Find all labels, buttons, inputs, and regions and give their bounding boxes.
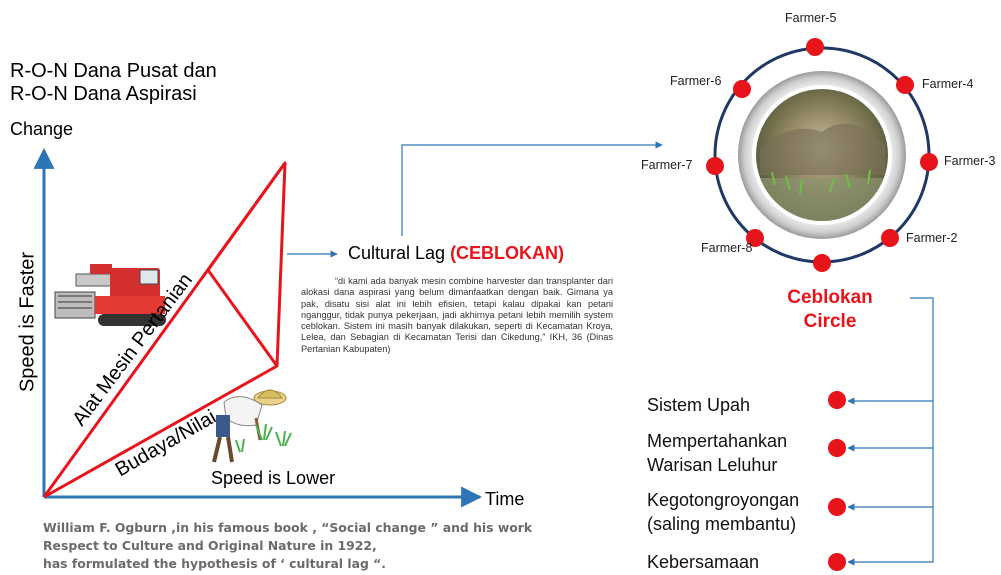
value-mempertahankan: Mempertahankan xyxy=(647,431,788,451)
farmer-5-label: Farmer-5 xyxy=(785,11,837,25)
cultural-lag-heading: Cultural Lag (CEBLOKAN) xyxy=(348,243,564,264)
lag-gap-line-b xyxy=(206,162,287,271)
y-axis-label: Speed is Faster xyxy=(16,251,39,393)
x-axis-label: Time xyxy=(485,489,525,509)
title-line-2: R-O-N Dana Aspirasi xyxy=(10,83,197,105)
value-dot-1 xyxy=(828,391,846,409)
farmer-5-dot xyxy=(806,38,824,56)
farmer-8-label: Farmer-8 xyxy=(701,241,753,255)
ceblokan-circle-title: Ceblokan Circle xyxy=(762,286,898,334)
ceblokan-ring xyxy=(713,46,931,264)
cultural-lag-prefix: Cultural Lag xyxy=(348,243,451,263)
lag-to-circle-arrow xyxy=(401,141,663,236)
technology-speed-line xyxy=(42,161,287,499)
farmer-6-label: Farmer-6 xyxy=(670,74,722,88)
combine-harvester-icon xyxy=(54,264,166,326)
farmer-2-label: Farmer-2 xyxy=(906,231,958,245)
ceblokan-title-line-2: Circle xyxy=(803,311,857,332)
title-line-1: R-O-N Dana Pusat dan xyxy=(10,60,217,82)
funding-title: R-O-N Dana Pusat dan R-O-N Dana Aspirasi xyxy=(10,60,217,106)
farmer-7-label: Farmer-7 xyxy=(641,158,693,172)
farmer-4-label: Farmer-4 xyxy=(922,77,974,91)
ceblokan-title-line-1: Ceblokan xyxy=(787,287,873,308)
value-saling-membantu: (saling membantu) xyxy=(647,514,797,534)
values-bracket xyxy=(847,297,934,566)
value-warisan-leluhur: Warisan Leluhur xyxy=(647,455,778,475)
value-kebersamaan: Kebersamaan xyxy=(647,552,760,572)
farmer-6-dot xyxy=(733,80,751,98)
speed-lower-label: Speed is Lower xyxy=(211,468,336,488)
farmer-center-bottom-dot xyxy=(813,254,831,272)
note-line-1: William F. Ogburn ,in his famous book , … xyxy=(43,520,533,535)
farmer-7-dot xyxy=(706,157,724,175)
note-line-2: Respect to Culture and Original Nature i… xyxy=(43,538,377,553)
farmer-planting-icon xyxy=(212,389,292,463)
farmer-8-dot xyxy=(746,229,764,247)
note-line-3: has formulated the hypothesis of ‘ cultu… xyxy=(43,556,387,571)
farmer-2-dot xyxy=(881,229,899,247)
value-dot-2 xyxy=(828,439,846,457)
farmer-3-dot xyxy=(920,153,938,171)
value-sistem-upah: Sistem Upah xyxy=(647,395,751,415)
ogburn-note: William F. Ogburn ,in his famous book , … xyxy=(43,519,532,573)
y-axis-top-label: Change xyxy=(10,119,74,139)
value-dot-3 xyxy=(828,498,846,516)
cultural-lag-highlight: (CEBLOKAN) xyxy=(450,243,565,263)
farmer-4-dot xyxy=(896,76,914,94)
farmer-dots xyxy=(706,38,938,272)
value-dot-4 xyxy=(828,553,846,571)
farmer-3-label: Farmer-3 xyxy=(944,154,996,168)
interview-quote: “di kami ada banyak mesin combine harves… xyxy=(301,276,613,354)
value-kegotongroyongan: Kegotongroyongan xyxy=(647,490,800,510)
lag-gap-line-a xyxy=(206,269,279,367)
